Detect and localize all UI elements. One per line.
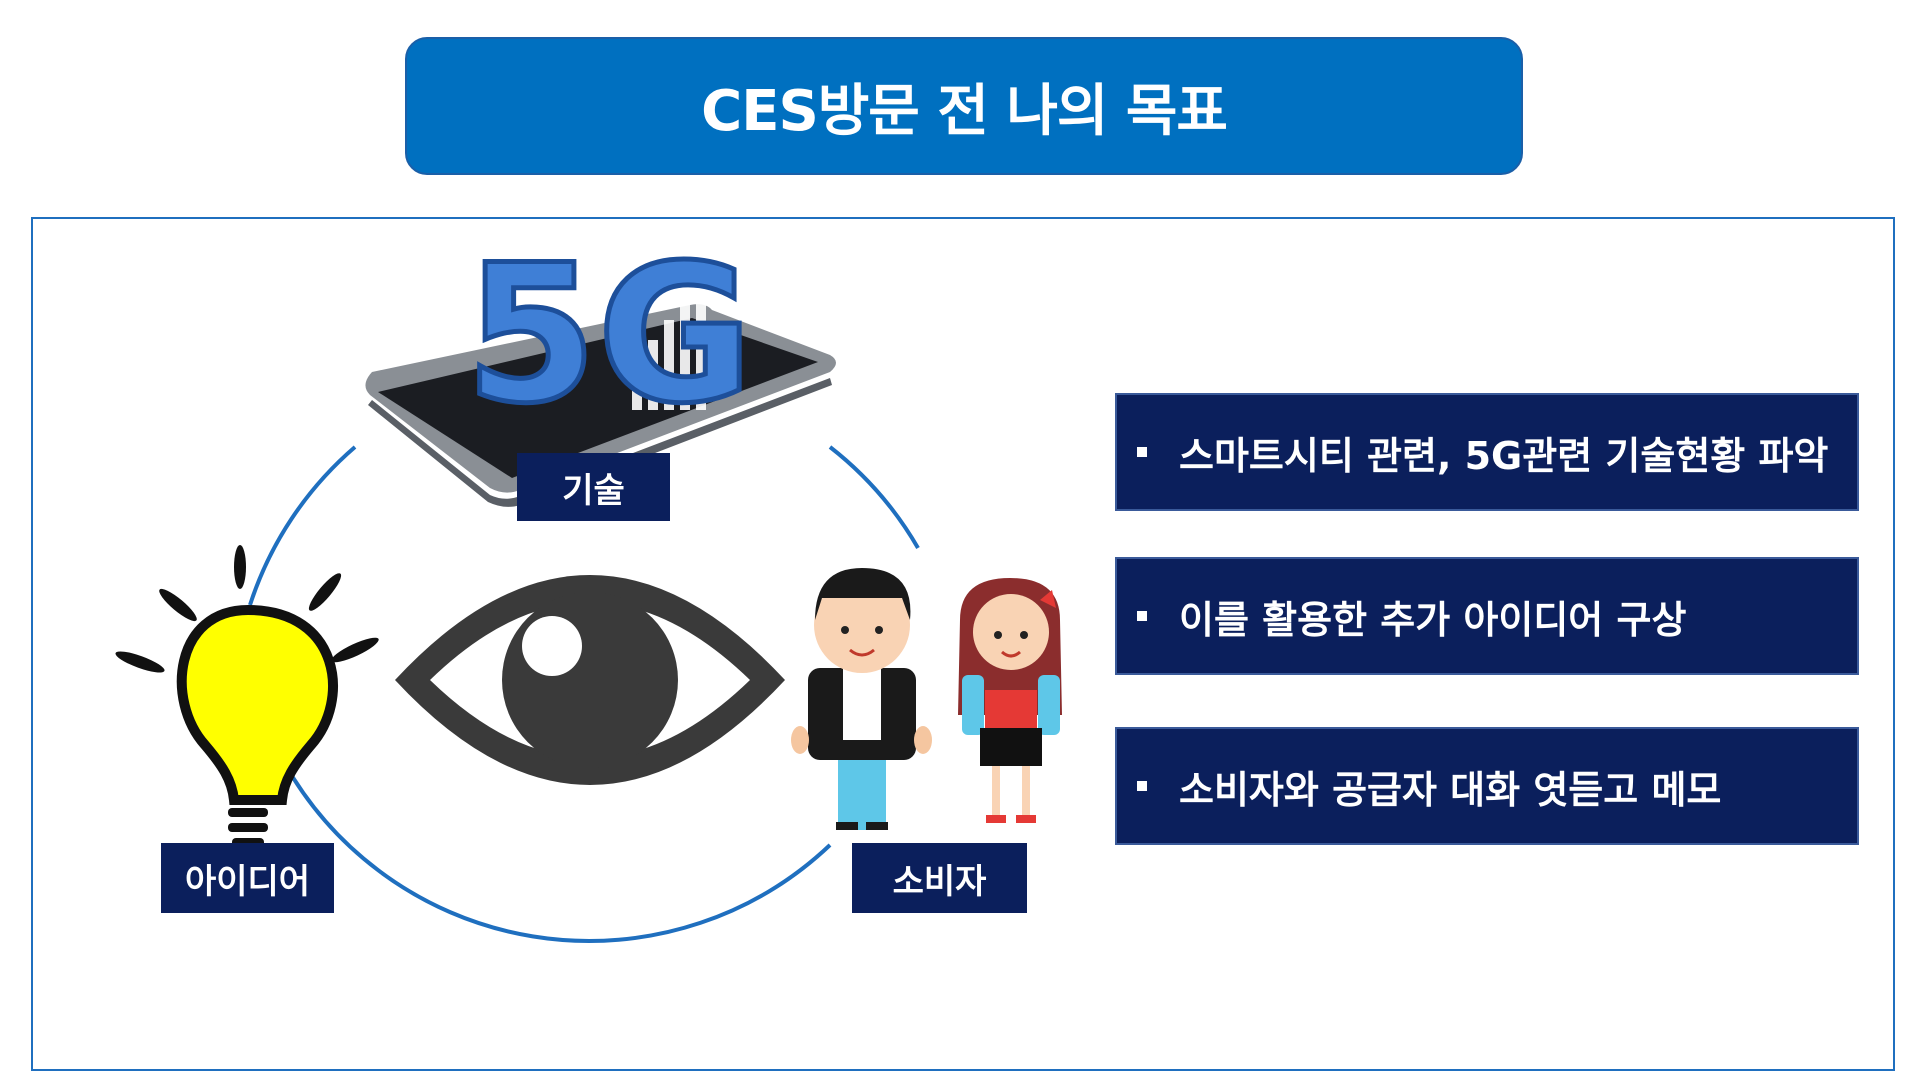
label-tech-text: 기술 xyxy=(562,470,625,511)
label-idea-text: 아이디어 xyxy=(184,861,311,902)
goal-item-1-text: 스마트시티 관련, 5G관련 기술현황 파악 xyxy=(1179,433,1829,478)
cycle-circle xyxy=(248,445,920,943)
page-title: CES방문 전 나의 목표 xyxy=(701,78,1228,144)
title-banner: CES방문 전 나의 목표 xyxy=(405,37,1523,175)
5g-text: 5G xyxy=(465,224,753,445)
goal-item-2-text: 이를 활용한 추가 아이디어 구상 xyxy=(1179,597,1687,642)
goal-item-1: 스마트시티 관련, 5G관련 기술현황 파악 xyxy=(1115,393,1859,511)
bullet-icon xyxy=(1137,611,1147,621)
label-idea: 아이디어 xyxy=(161,843,334,913)
bullet-icon xyxy=(1137,447,1147,457)
content-frame xyxy=(31,217,1895,1071)
label-consumer-text: 소비자 xyxy=(892,861,987,902)
girl-icon xyxy=(958,578,1062,823)
label-consumer: 소비자 xyxy=(852,843,1027,913)
eye-icon xyxy=(395,575,785,785)
goal-item-3: 소비자와 공급자 대화 엿듣고 메모 xyxy=(1115,727,1859,845)
goal-item-2: 이를 활용한 추가 아이디어 구상 xyxy=(1115,557,1859,675)
lightbulb-icon xyxy=(115,545,379,847)
smartphone-5g-icon: 5G xyxy=(365,222,836,507)
label-tech: 기술 xyxy=(517,453,670,521)
boy-icon xyxy=(791,568,932,830)
goal-item-3-text: 소비자와 공급자 대화 엿듣고 메모 xyxy=(1179,767,1722,812)
bullet-icon xyxy=(1137,781,1147,791)
